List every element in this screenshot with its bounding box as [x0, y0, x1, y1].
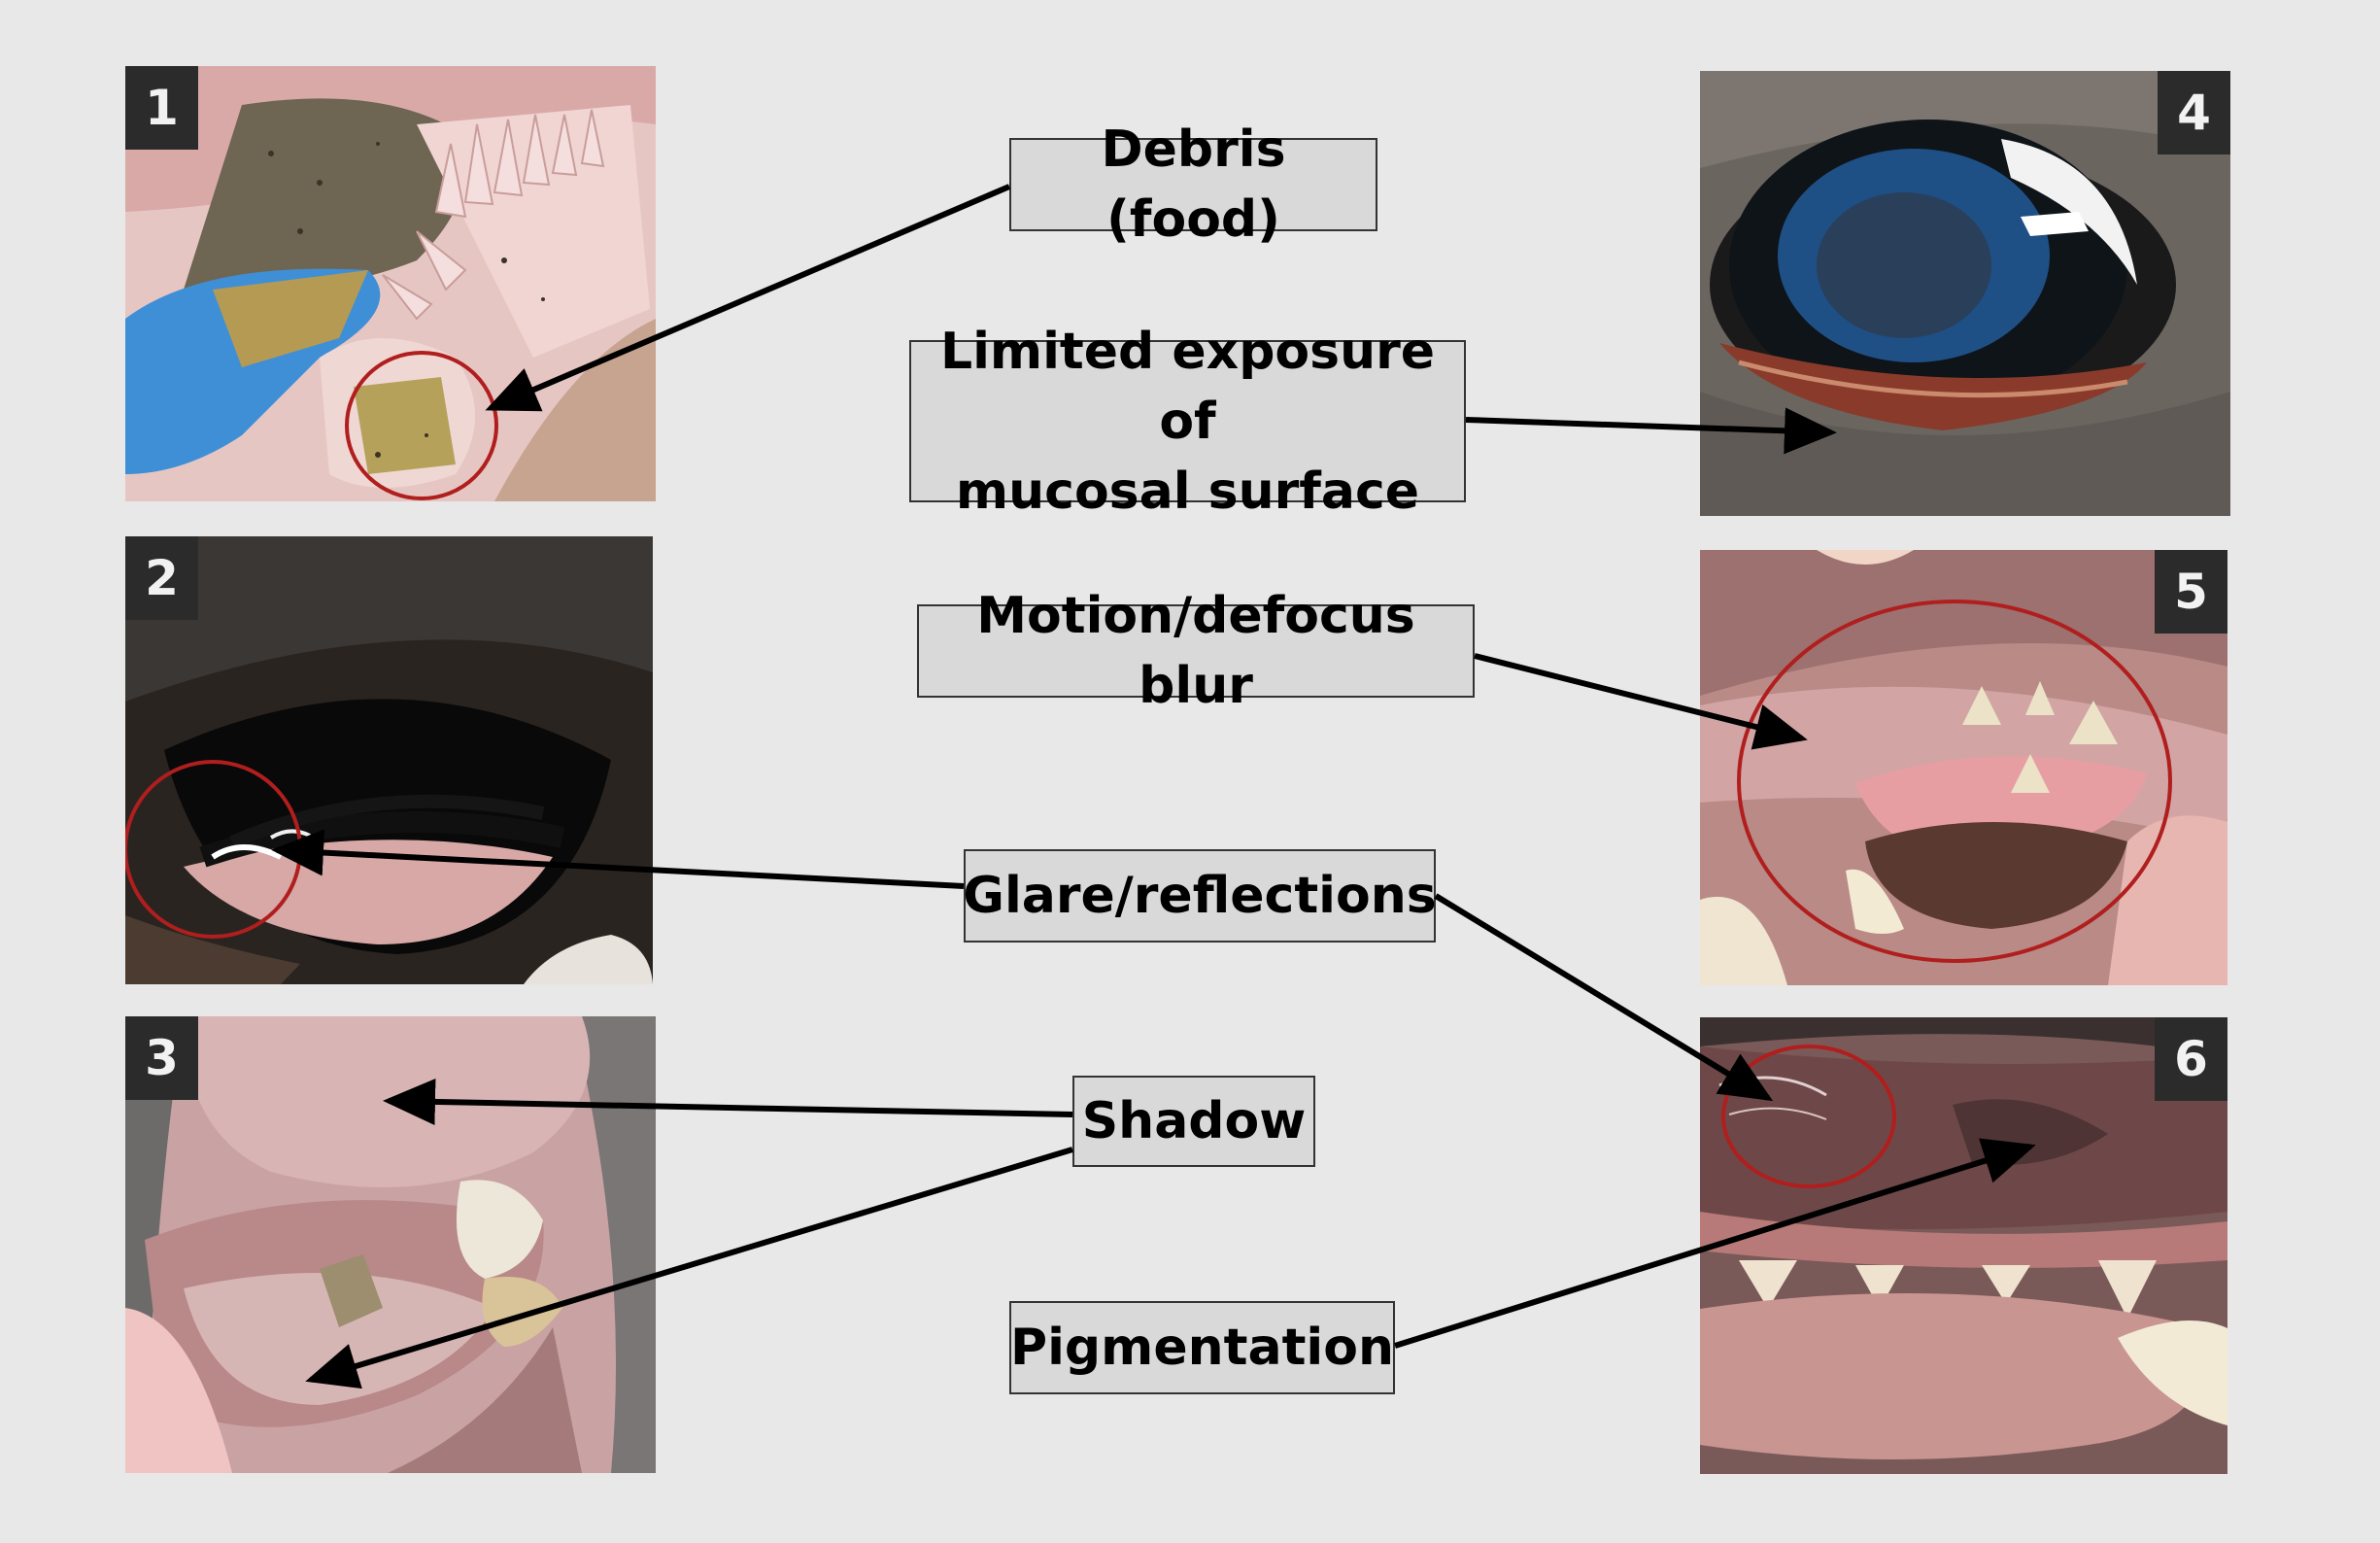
label-motion-text: Motion/defocus blur	[976, 587, 1415, 715]
label-limited-line1: Limited exposure of	[939, 322, 1436, 451]
photo-panel-2: 2	[125, 536, 653, 984]
label-debris-text: Debris (food)	[1101, 120, 1286, 249]
label-shadow: Shadow	[1072, 1076, 1315, 1167]
photo-panel-3: 3	[125, 1016, 656, 1473]
label-glare-text: Glare/reflections	[963, 867, 1437, 925]
highlight-circle	[345, 351, 498, 500]
open-mouth-shadow-photo	[125, 1016, 656, 1473]
panel-number-badge: 5	[2155, 550, 2227, 634]
photo-panel-5: 5	[1700, 550, 2227, 985]
label-limited-exposure: Limited exposure of mucosal surface	[909, 323, 1466, 521]
panel-number-badge: 4	[2158, 71, 2230, 154]
eye-limited-exposure-photo	[1700, 71, 2230, 516]
label-limited-line2: mucosal surface	[955, 462, 1420, 521]
label-glare: Glare/reflections	[963, 849, 1437, 943]
photo-panel-4: 4	[1700, 71, 2230, 516]
eye-glare-photo	[125, 536, 653, 984]
highlight-circle	[1737, 600, 2172, 963]
label-motion-blur: Motion/defocus blur	[917, 587, 1475, 715]
panel-number-badge: 3	[125, 1016, 198, 1100]
photo-panel-6: 6	[1700, 1017, 2227, 1474]
gingiva-blur-photo	[1700, 550, 2227, 985]
label-shadow-text: Shadow	[1081, 1092, 1307, 1150]
gingiva-pigmentation-photo	[1700, 1017, 2227, 1474]
panel-number-badge: 2	[125, 536, 198, 620]
label-pigmentation: Pigmentation	[1009, 1301, 1395, 1394]
oral-debris-photo	[125, 66, 656, 501]
label-pigmentation-text: Pigmentation	[1010, 1319, 1395, 1377]
panel-number-badge: 1	[125, 66, 198, 150]
panel-number-badge: 6	[2155, 1017, 2227, 1101]
label-debris: Debris (food)	[1009, 120, 1377, 249]
photo-panel-1: 1	[125, 66, 656, 501]
